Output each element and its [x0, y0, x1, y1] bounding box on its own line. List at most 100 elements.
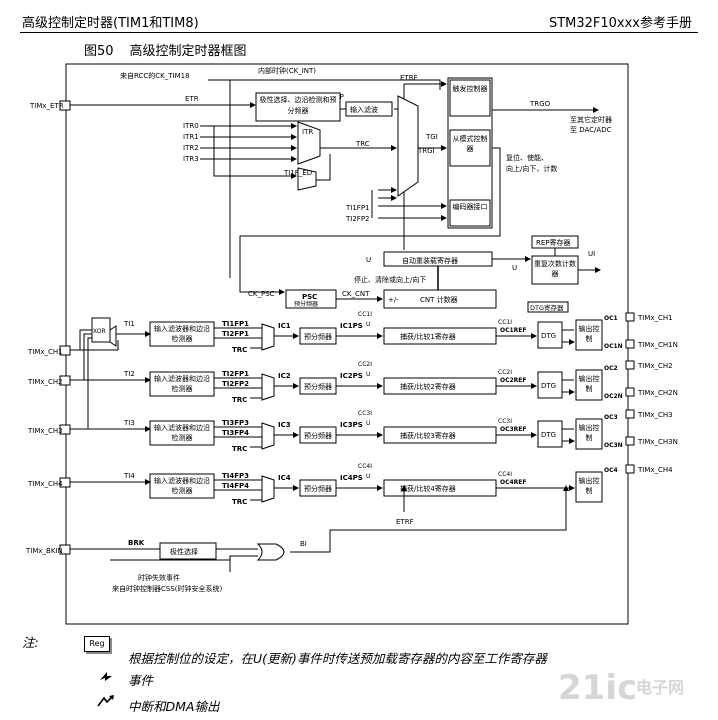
ch1-output-label: TIMx_CH1	[637, 314, 673, 322]
bi-label: BI	[300, 540, 307, 548]
slave-mode-controller-block	[449, 129, 491, 167]
cci-right-label-3: CC3I	[498, 418, 512, 425]
ch2n-output-pin	[625, 387, 635, 397]
ti2-label: TI2	[123, 370, 135, 378]
filter-output-lines-1	[214, 327, 262, 339]
reset-enable-label: 复位、使能、	[506, 153, 548, 162]
cci-label-2: CC2I	[358, 361, 372, 368]
dtg-out-lines-1	[562, 329, 574, 342]
output-control-block-3	[575, 418, 603, 450]
figure-title: 高级控制定时器框图	[129, 44, 247, 59]
polarity-select-label: 极性选择	[170, 547, 198, 556]
itr-mux-label: ITR	[302, 128, 313, 136]
filter-edge-detector-wrap-3: 输入滤波器和边沿检测器	[154, 424, 210, 442]
psc-label: PSC	[302, 293, 317, 301]
filter-edge-detector-block-2	[149, 371, 215, 397]
ck-int-line	[208, 79, 441, 90]
cci-label-3: CC3I	[358, 410, 372, 417]
header-right-title: STM32F10xxx参考手册	[548, 16, 692, 31]
ocref-label-4: OC4REF	[500, 479, 527, 486]
xor-label: XOR	[93, 328, 106, 335]
filter-edge-detector-label-4: 输入滤波器和边沿检测器	[154, 477, 210, 495]
dtg-out-lines-3	[562, 428, 574, 441]
dtg-block-1	[537, 321, 563, 349]
ch1-output-pin	[625, 312, 635, 322]
fp-b-label-3: TI3FP4	[222, 429, 249, 437]
cnt-counter-block	[383, 289, 497, 309]
icps-label-2: IC2PS	[340, 372, 363, 380]
to-other-timer-label: 至其它定时器	[570, 115, 612, 124]
trigger-controller-label: 触发控制器	[452, 85, 488, 93]
prescaler-label-2: 预分频器	[304, 382, 332, 391]
output-control-wrap-3: 输出控制	[578, 424, 600, 442]
fp-a-label-2: TI2FP1	[222, 370, 249, 378]
ti1-label: TI1	[123, 320, 135, 328]
figure-caption: 图50 高级控制定时器框图	[84, 40, 247, 59]
filter-edge-detector-wrap-2: 输入滤波器和边沿检测器	[154, 375, 210, 393]
ch2-output-pin	[625, 360, 635, 370]
u-label-3: U	[366, 420, 370, 427]
ck-psc-label: CK_PSC	[248, 290, 275, 298]
watermark-cn: 电子网	[636, 678, 685, 697]
input-filter-label: 输入滤波	[350, 105, 378, 114]
css-label: 来自时钟控制器CSS(时钟安全系统)	[112, 584, 223, 593]
dtg-label-3: DTG	[541, 431, 556, 439]
trc-label-2: TRC	[232, 396, 247, 404]
output-control-label-1: 输出控制	[578, 325, 600, 343]
trgi-label: TRGI	[417, 147, 435, 155]
ti3-label: TI3	[123, 419, 135, 427]
output-control-wrap-2: 输出控制	[579, 375, 600, 393]
fp-a-label-3: TI3FP3	[222, 419, 249, 427]
ocref-label-3: OC3REF	[500, 426, 527, 433]
output-control-wrap-4: 输出控制	[579, 477, 600, 495]
filter-edge-detector-wrap-4: 输入滤波器和边沿检测器	[154, 477, 210, 495]
dtg-register-label: DTG寄存器	[530, 303, 564, 312]
polarity-block-label: 极性选择、边沿检测和预分频器	[259, 96, 337, 115]
output-control-block-4	[575, 471, 603, 503]
header-divider	[20, 32, 698, 33]
tgi-label: TGI	[425, 133, 438, 141]
itr0-label: ITR0	[183, 122, 199, 130]
ti1fp1-trig-label: TI1FP1	[345, 204, 370, 212]
cci-right-label-1: CC1I	[498, 319, 512, 326]
clock-fail-label: 时钟失效事件	[138, 573, 180, 582]
etr-input-label: TIMx_ETR	[29, 102, 64, 110]
filter-output-lines-2	[214, 377, 262, 389]
u-auto-reload-label: U	[366, 256, 371, 264]
brk-label: BRK	[128, 539, 145, 547]
etr-signal-label: ETR	[185, 95, 199, 103]
filter-edge-detector-wrap-1: 输入滤波器和边沿检测器	[154, 325, 210, 343]
itr1-label: ITR1	[183, 133, 199, 141]
trgi-mux	[397, 95, 419, 197]
ck-cnt-label: CK_CNT	[342, 290, 370, 298]
ic-label-1: IC1	[278, 322, 291, 330]
ic-mux-2	[261, 373, 275, 401]
ti1f-ed-label: TI1F_ED	[283, 169, 312, 177]
ocn-label-1: OC1N	[604, 343, 623, 350]
ck-int-label: 内部时钟(CK_INT)	[258, 66, 316, 75]
ch2-output-label: TIMx_CH2	[637, 362, 673, 370]
trgo-label: TRGO	[529, 100, 551, 108]
ic-label-2: IC2	[278, 372, 291, 380]
ch4-input-label: TIMx_CH4	[27, 480, 63, 488]
psc-sub-label: 预分频器	[294, 300, 318, 308]
filter-edge-detector-block-4	[149, 473, 215, 499]
input-filter-block	[345, 101, 393, 117]
or-gate	[256, 543, 285, 561]
trc-label-4: TRC	[232, 498, 247, 506]
up-down-count-label: 向上/向下、计数	[506, 164, 557, 173]
output-control-label-3: 输出控制	[578, 424, 600, 442]
capture-compare-label-1: 捕获/比较1寄存器	[400, 332, 456, 341]
figure-number: 图50	[84, 44, 114, 59]
prescaler-label-3: 预分频器	[304, 431, 332, 440]
fp-a-label-4: TI4FP3	[222, 472, 249, 480]
auto-reload-label: 自动重装载寄存器	[402, 256, 458, 265]
capture-compare-label-3: 捕获/比较3寄存器	[400, 431, 456, 440]
ic-mux-3	[261, 422, 275, 450]
filter-edge-detector-label-1: 输入滤波器和边沿检测器	[154, 325, 210, 343]
ocref-label-2: OC2REF	[500, 377, 527, 384]
prescaler-label-4: 预分频器	[304, 484, 332, 493]
icps-label-1: IC1PS	[340, 322, 363, 330]
ic-label-3: IC3	[278, 421, 291, 429]
